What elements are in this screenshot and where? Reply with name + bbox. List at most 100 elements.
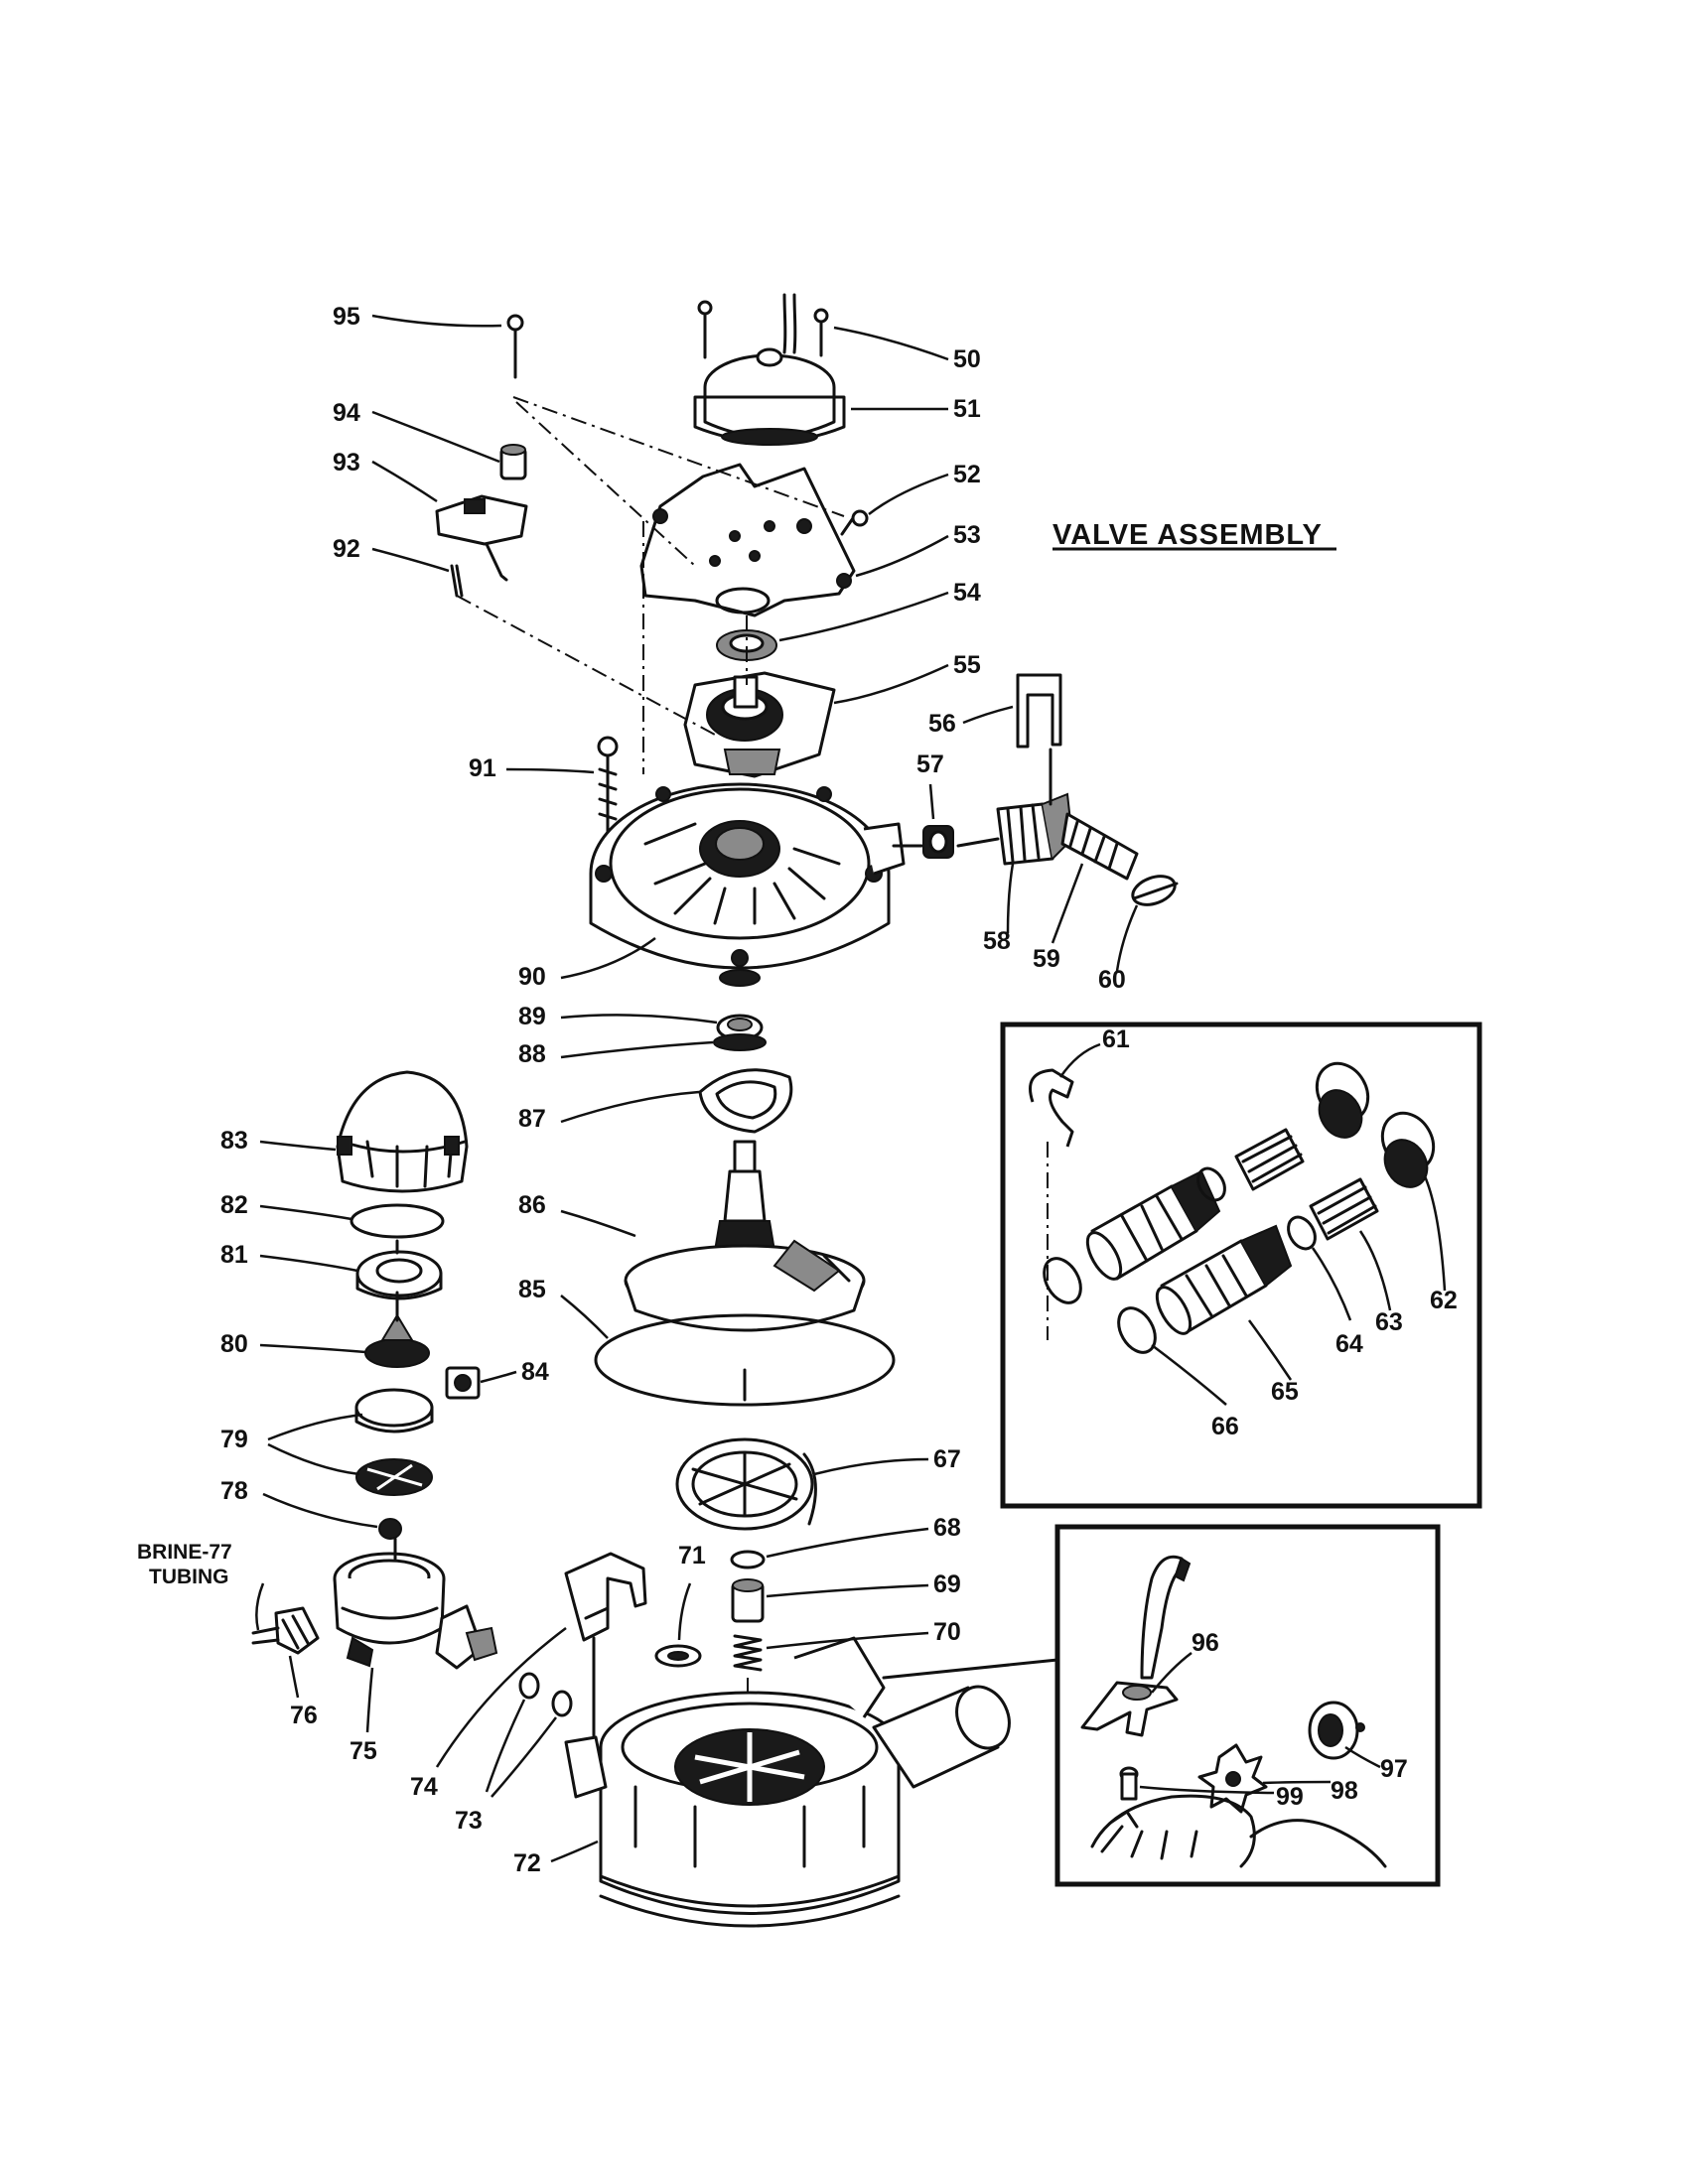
leader-line-60	[1115, 904, 1139, 972]
label-80: 80	[220, 1330, 248, 1358]
leader-line-68	[766, 1527, 929, 1559]
leader-line-57	[928, 783, 935, 820]
leader-line-74	[435, 1627, 567, 1768]
label-60: 60	[1098, 966, 1126, 994]
label-72: 72	[513, 1849, 541, 1877]
part-74-clip	[564, 1552, 647, 1642]
leader-line-82	[259, 1204, 352, 1221]
label-87: 87	[518, 1105, 546, 1133]
leader-line-54	[778, 591, 949, 642]
part-73-o-rings	[518, 1672, 573, 1717]
part-64-o-ring	[1287, 1215, 1317, 1251]
connector-line	[882, 1658, 1059, 1680]
leader-line-53	[855, 534, 949, 578]
part-51-motor	[693, 293, 846, 446]
leader-line-77	[255, 1582, 265, 1631]
leader-line-83	[259, 1140, 337, 1152]
guide-line	[512, 396, 845, 517]
leader-line-61	[1058, 1042, 1101, 1078]
leader-line-92	[371, 547, 450, 573]
label-56: 56	[928, 710, 956, 738]
part-95-screw	[506, 314, 524, 379]
leader-line-84	[480, 1370, 517, 1384]
leader-line-85	[560, 1295, 609, 1339]
leader-line-50	[833, 326, 949, 361]
label-98: 98	[1331, 1777, 1358, 1805]
label-65: 65	[1271, 1378, 1299, 1406]
leader-line-95	[371, 314, 502, 328]
part-75-valve-housing	[333, 1552, 498, 1670]
label-63: 63	[1375, 1308, 1403, 1336]
turbine-housing-detail	[1090, 1794, 1387, 1868]
leader-line-70	[766, 1631, 929, 1650]
leader-line-78	[262, 1492, 378, 1529]
part-96-bracket	[1080, 1555, 1192, 1737]
part-79-seat	[354, 1388, 434, 1496]
injector-cap-upper	[1315, 1061, 1370, 1139]
leader-line-96	[1151, 1652, 1193, 1694]
label-70: 70	[933, 1618, 961, 1646]
part-61-clip	[1029, 1068, 1074, 1148]
leader-line-52	[868, 473, 949, 515]
part-80-flow-control	[364, 1313, 430, 1368]
label-94: 94	[333, 399, 360, 427]
part-76-brine-fitting	[251, 1606, 320, 1655]
label-69: 69	[933, 1570, 961, 1598]
leader-line-73b	[491, 1716, 557, 1798]
part-94-spacer	[499, 444, 527, 480]
part-93-switch	[435, 494, 528, 582]
label-73: 73	[455, 1807, 483, 1835]
part-97-cap	[1308, 1701, 1365, 1760]
label-82: 82	[220, 1191, 248, 1219]
guide-line	[956, 837, 1000, 848]
part-55-cam-gear	[683, 671, 836, 778]
part-67-spacer	[675, 1437, 817, 1531]
inset-box-turbine	[1054, 1524, 1441, 1887]
leader-line-66	[1151, 1344, 1227, 1406]
leader-line-75	[365, 1667, 374, 1733]
label-67: 67	[933, 1445, 961, 1473]
label-55: 55	[953, 651, 981, 679]
part-58-fitting	[996, 792, 1074, 866]
leader-line-91	[505, 767, 595, 774]
label-84: 84	[521, 1358, 549, 1386]
leader-line-89	[560, 1014, 718, 1024]
leader-line-63	[1358, 1230, 1392, 1311]
label-66: 66	[1211, 1413, 1239, 1440]
label-85: 85	[518, 1276, 546, 1303]
label-58: 58	[983, 927, 1011, 955]
diagram-title: VALVE ASSEMBLY	[1052, 519, 1323, 551]
part-56-clip	[1016, 673, 1062, 749]
part-66-o-ring	[1043, 1257, 1157, 1354]
label-88: 88	[518, 1040, 546, 1068]
leader-line-87	[560, 1090, 700, 1124]
leader-line-99	[1139, 1785, 1275, 1795]
part-87-gasket	[698, 1068, 793, 1134]
label-96: 96	[1192, 1629, 1219, 1657]
leader-line-97	[1344, 1745, 1381, 1769]
leader-line-98	[1262, 1780, 1332, 1785]
part-68-o-ring	[730, 1550, 766, 1570]
part-82-o-ring	[350, 1203, 445, 1239]
label-51: 51	[953, 395, 981, 423]
label-97: 97	[1380, 1755, 1408, 1783]
part-91-screw	[597, 736, 619, 836]
label-57: 57	[916, 751, 944, 778]
part-53-plate	[639, 463, 856, 617]
label-68: 68	[933, 1514, 961, 1542]
part-60-clamp	[1131, 875, 1179, 906]
label-93: 93	[333, 449, 360, 477]
leader-line-88	[560, 1040, 714, 1059]
leader-line-55	[833, 663, 949, 705]
part-57-nut	[922, 825, 954, 859]
label-76: 76	[290, 1702, 318, 1729]
part-98-turbine	[1197, 1743, 1268, 1814]
leader-line-67	[813, 1457, 929, 1476]
part-83-cap	[336, 1070, 469, 1193]
part-81-retainer	[355, 1250, 443, 1300]
part-63-screen	[1309, 1177, 1379, 1241]
label-75: 75	[350, 1737, 377, 1765]
part-59-hose-barb	[1060, 812, 1139, 881]
part-65-injector	[1155, 1224, 1293, 1335]
